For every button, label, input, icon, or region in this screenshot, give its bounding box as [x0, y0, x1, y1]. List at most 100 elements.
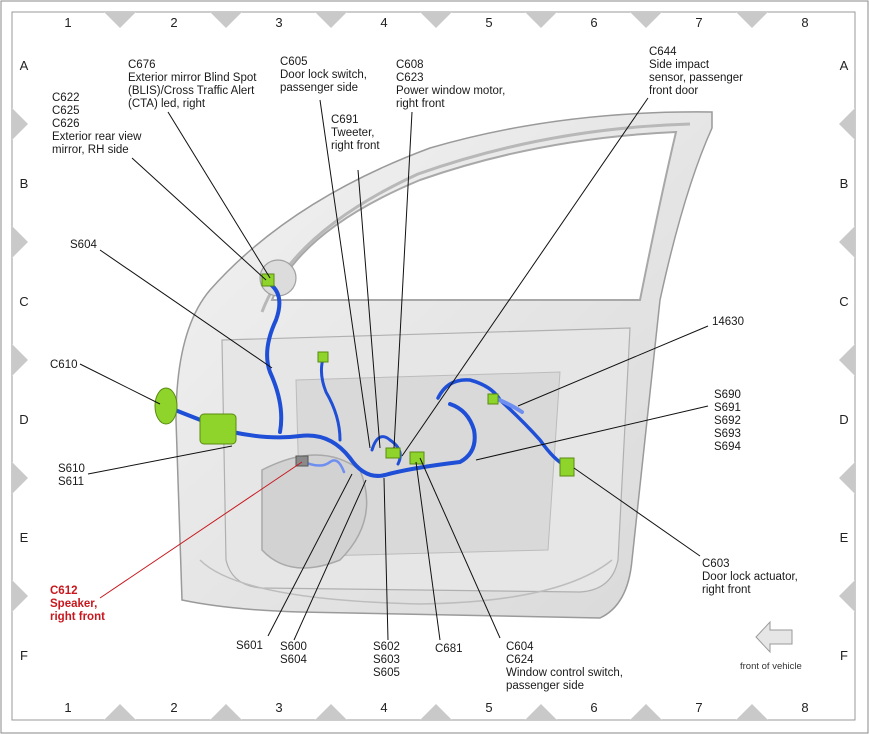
zone-marker-left-2 [12, 226, 28, 258]
row-label-left-a: A [20, 58, 29, 73]
callout-c691: C691 Tweeter, right front [331, 114, 380, 152]
col-label-top-2: 2 [170, 15, 177, 30]
zone-marker-right-5 [839, 580, 855, 612]
leader-s600 [293, 479, 367, 641]
callout-s601: S601 [236, 640, 263, 652]
leader-lines [79, 97, 709, 641]
row-label-left-b: B [20, 176, 29, 191]
col-label-bottom-8: 8 [801, 700, 808, 715]
leader-s690 [475, 405, 709, 461]
col-label-top-5: 5 [485, 15, 492, 30]
connector-window-motor [409, 451, 425, 465]
zone-marker-right-2 [839, 226, 855, 258]
callout-s690-line-1: S690 [714, 389, 741, 401]
zone-marker-bottom-4 [420, 704, 452, 720]
connectors [154, 273, 575, 477]
callout-c603: C603 Door lock actuator, right front [702, 558, 798, 596]
callout-s600-line-2: S604 [280, 654, 307, 666]
callout-c604: C604 C624 Window control switch, passeng… [506, 641, 623, 692]
callout-c676: C676 Exterior mirror Blind Spot (BLIS)/C… [128, 59, 257, 110]
callout-c622-line-5: mirror, RH side [52, 144, 129, 156]
leader-c622 [131, 157, 267, 281]
zone-marker-right-3 [839, 344, 855, 376]
callout-c622-line-3: C626 [52, 118, 80, 130]
callout-c622-line-4: Exterior rear view [52, 131, 142, 143]
leader-c644 [401, 97, 649, 457]
door-illustration [175, 111, 713, 619]
callout-c612-line-3: right front [50, 611, 105, 623]
leader-s604-top [99, 249, 273, 369]
zone-marker-left-3 [12, 344, 28, 376]
callout-c681: C681 [435, 643, 463, 655]
callout-c608-line-3: Power window motor, [396, 85, 505, 97]
callout-c644-line-4: front door [649, 85, 698, 97]
callout-c605-line-1: C605 [280, 56, 308, 68]
front-of-vehicle-indicator: front of vehicle [740, 620, 802, 672]
connector-tweeter [317, 351, 329, 363]
leader-c604 [419, 457, 501, 639]
col-label-top-8: 8 [801, 15, 808, 30]
leader-c603 [573, 467, 701, 557]
row-label-right-f: F [840, 648, 848, 663]
callout-c622-line-2: C625 [52, 105, 80, 117]
callout-c605-line-3: passenger side [280, 82, 358, 94]
col-label-top-3: 3 [275, 15, 282, 30]
callout-c610: C610 [50, 359, 78, 371]
callout-c622: C622 C625 C626 Exterior rear view mirror… [52, 92, 142, 156]
callout-c608-line-2: C623 [396, 72, 424, 84]
zone-marker-bottom-7 [736, 704, 768, 720]
harness-upper-branch [319, 354, 342, 442]
zone-marker-bottom-5 [525, 704, 557, 720]
callout-c608-line-4: right front [396, 98, 445, 110]
row-label-left-f: F [20, 648, 28, 663]
col-label-bottom-6: 6 [590, 700, 597, 715]
callout-c676-line-2: Exterior mirror Blind Spot [128, 72, 257, 84]
callout-s602-line-2: S603 [373, 654, 400, 666]
callout-c608: C608 C623 Power window motor, right fron… [396, 59, 505, 110]
callout-s602-line-1: S602 [373, 641, 400, 653]
callout-c603-line-3: right front [702, 584, 751, 596]
harness-mirror-branch [265, 282, 284, 434]
col-label-top-1: 1 [64, 15, 71, 30]
callout-s690-line-2: S691 [714, 402, 741, 414]
window-frame-inner [270, 130, 678, 301]
callout-c644-line-1: C644 [649, 46, 677, 58]
row-label-right-b: B [840, 176, 849, 191]
callout-c644: C644 Side impact sensor, passenger front… [649, 46, 743, 97]
callout-s690-line-4: S693 [714, 428, 741, 440]
zone-marker-right-4 [839, 462, 855, 494]
col-label-bottom-5: 5 [485, 700, 492, 715]
col-label-bottom-4: 4 [380, 700, 387, 715]
callout-s602: S602 S603 S605 [373, 641, 400, 679]
row-label-right-a: A [840, 58, 849, 73]
col-label-top-6: 6 [590, 15, 597, 30]
callout-c612: C612 Speaker, right front [50, 585, 105, 623]
col-label-bottom-1: 1 [64, 700, 71, 715]
callout-c644-line-2: Side impact [649, 59, 710, 71]
leader-c608 [393, 111, 413, 449]
callout-c604-line-3: Window control switch, [506, 667, 623, 679]
leader-s610 [87, 445, 233, 475]
connector-c610 [154, 387, 178, 425]
callout-c691-line-2: Tweeter, [331, 127, 374, 139]
col-label-bottom-2: 2 [170, 700, 177, 715]
callout-s602-line-3: S605 [373, 667, 400, 679]
callout-c604-line-1: C604 [506, 641, 534, 653]
zone-marker-bottom-2 [210, 704, 242, 720]
callout-c604-line-2: C624 [506, 654, 534, 666]
callout-c603-line-2: Door lock actuator, [702, 571, 798, 583]
leader-c605 [319, 99, 371, 449]
col-label-top-7: 7 [695, 15, 702, 30]
callout-c644-line-3: sensor, passenger [649, 72, 743, 84]
leader-c610 [79, 363, 161, 405]
connector-speaker [295, 455, 309, 467]
row-label-right-d: D [839, 412, 848, 427]
connector-grommet [199, 413, 237, 445]
grid-labels: 1 2 3 4 5 6 7 8 1 2 3 4 5 6 7 8 A B C D … [19, 15, 848, 715]
front-of-vehicle-label: front of vehicle [740, 661, 802, 672]
leader-c681 [415, 461, 441, 641]
speaker-ring [261, 454, 368, 569]
col-label-bottom-3: 3 [275, 700, 282, 715]
zone-markers [12, 12, 855, 720]
leader-14630 [517, 325, 709, 407]
